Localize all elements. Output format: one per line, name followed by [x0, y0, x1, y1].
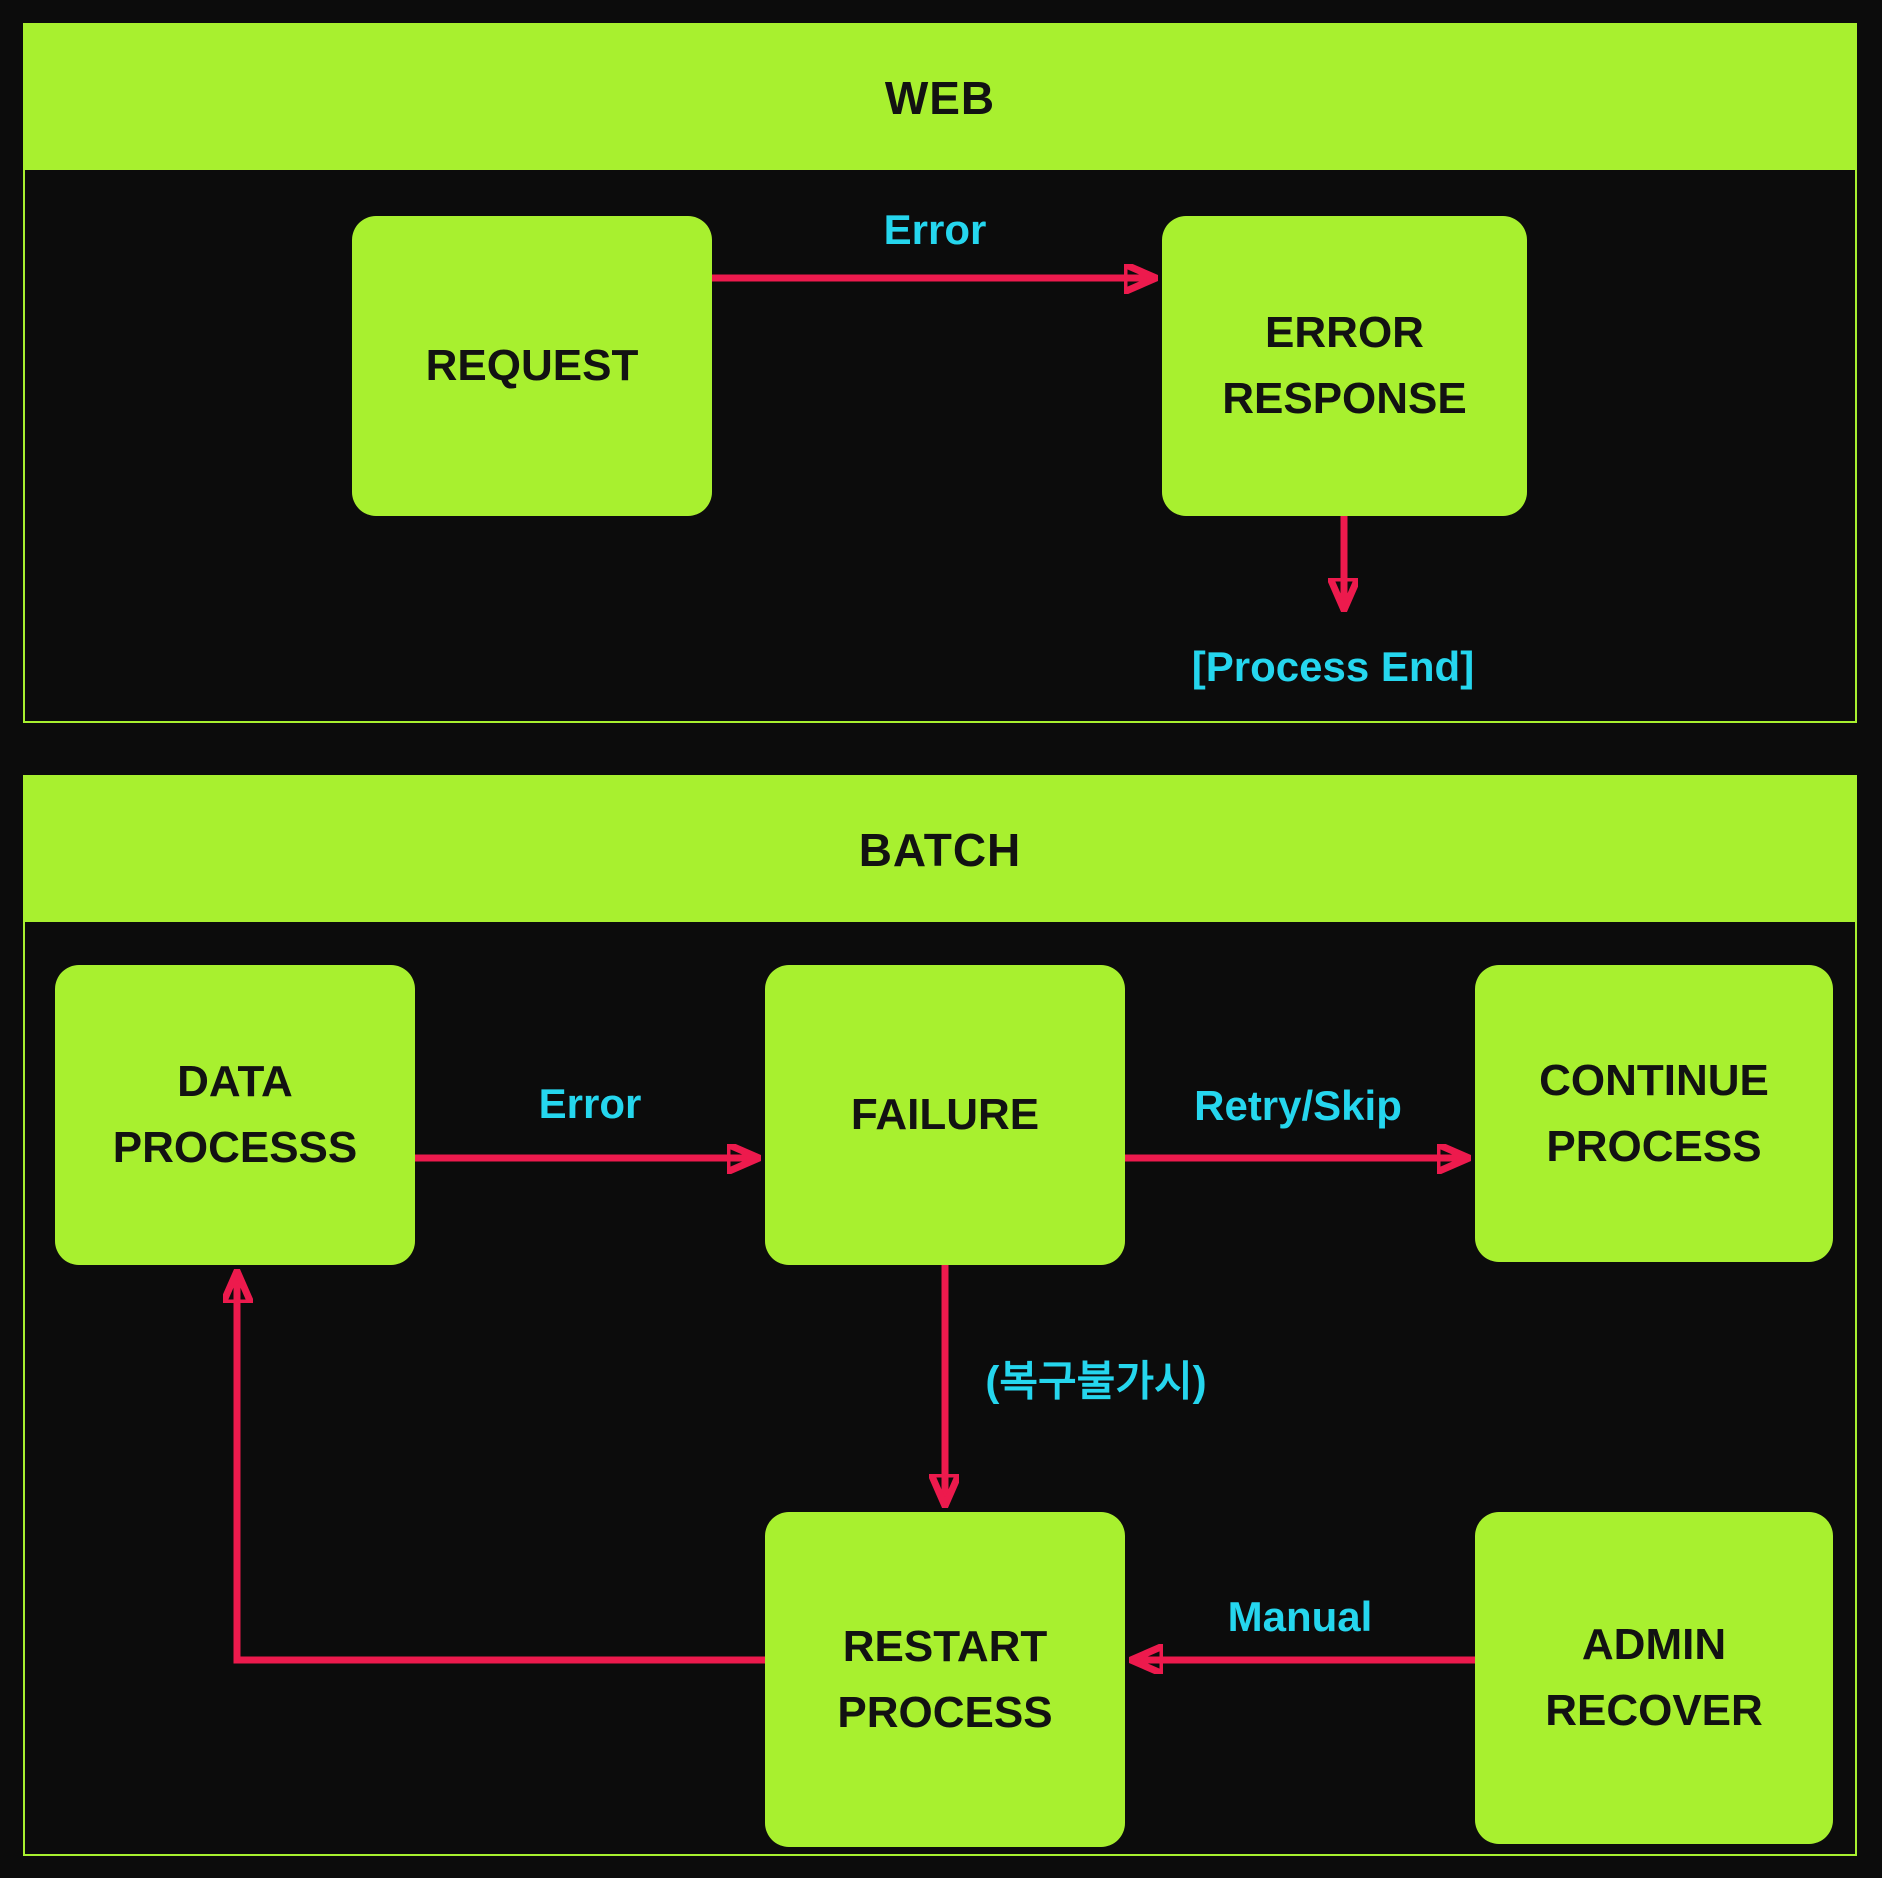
web-panel: WEB	[23, 23, 1857, 723]
node-admin-recover: ADMIN RECOVER	[1475, 1512, 1833, 1844]
batch-error-label: Error	[538, 1080, 642, 1127]
web-panel-header: WEB	[25, 25, 1855, 170]
node-error-response-label: ERROR RESPONSE	[1222, 308, 1467, 423]
node-admin-recover-label: ADMIN RECOVER	[1545, 1620, 1763, 1735]
web-process-end-label: [Process End]	[1191, 643, 1475, 690]
batch-panel-header: BATCH	[25, 777, 1855, 922]
batch-retry-skip-label: Retry/Skip	[1194, 1082, 1402, 1129]
node-failure-label: FAILURE	[850, 1090, 1040, 1139]
node-continue-process-label: CONTINUE PROCESS	[1539, 1055, 1769, 1171]
node-data-process-label: DATA PROCESSS	[112, 1057, 358, 1172]
node-error-response: ERROR RESPONSE	[1162, 216, 1527, 516]
batch-manual-label: Manual	[1227, 1593, 1373, 1640]
web-panel-title: WEB	[884, 71, 996, 124]
node-continue-process: CONTINUE PROCESS	[1475, 965, 1833, 1262]
batch-unrecoverable-label: (복구불가시)	[985, 1357, 1207, 1405]
node-restart-process: RESTART PROCESS	[765, 1512, 1125, 1847]
node-data-process: DATA PROCESSS	[55, 965, 415, 1265]
node-request: REQUEST	[352, 216, 712, 516]
node-request-label: REQUEST	[425, 341, 639, 390]
batch-panel-title: BATCH	[858, 823, 1022, 876]
web-error-label: Error	[883, 206, 987, 253]
node-restart-process-label: RESTART PROCESS	[837, 1621, 1053, 1737]
node-failure: FAILURE	[765, 965, 1125, 1265]
